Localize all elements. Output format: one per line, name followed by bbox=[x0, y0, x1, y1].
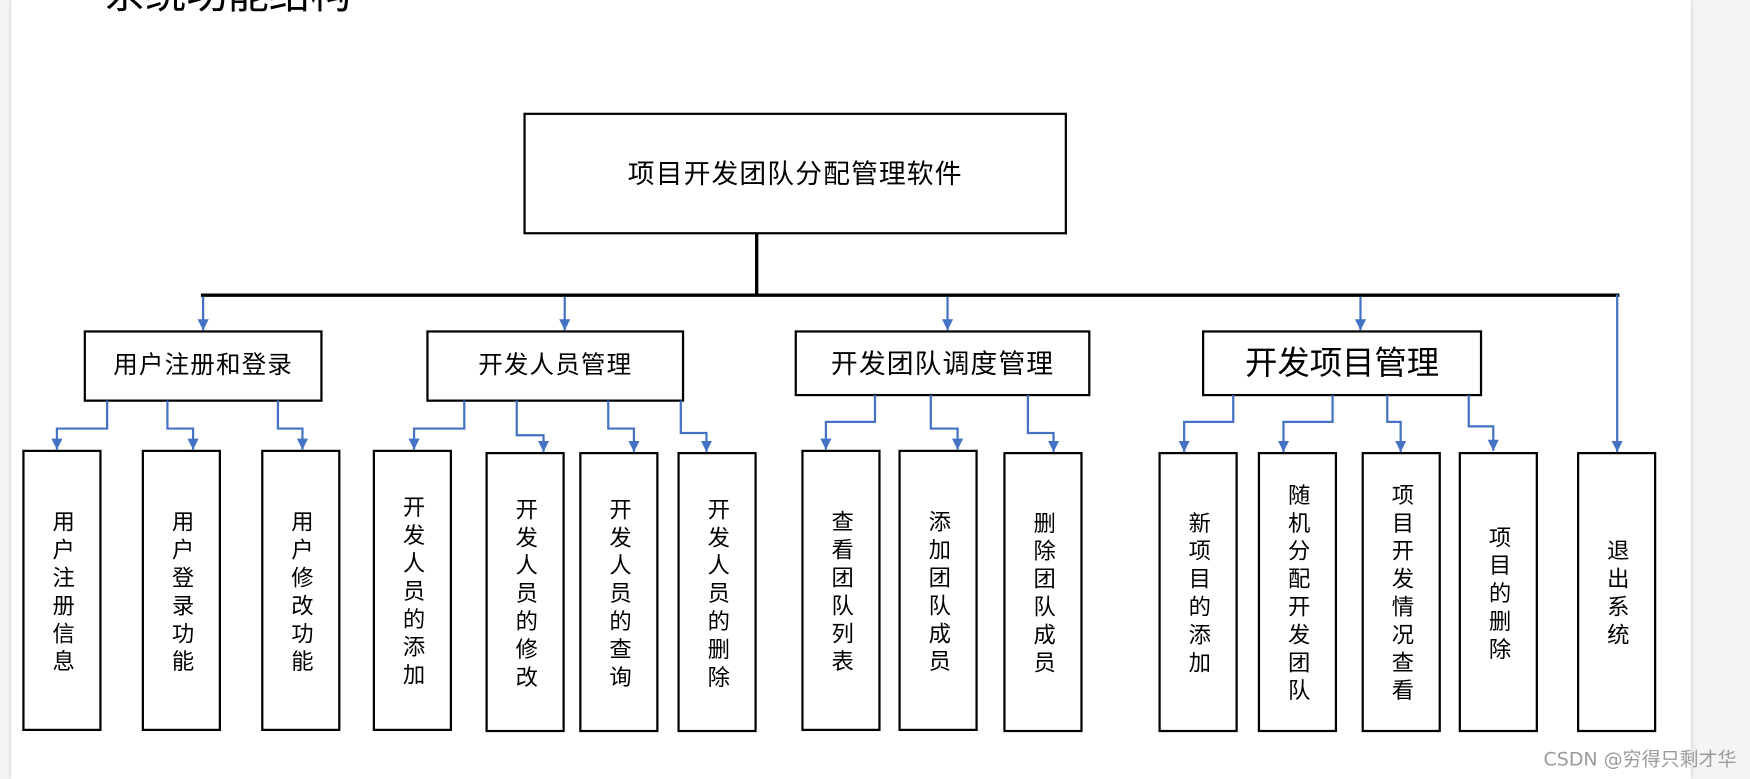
module-node-user-auth: 用户注册和登录 bbox=[83, 330, 323, 402]
module-node-team-scheduling: 开发团队调度管理 bbox=[794, 330, 1091, 397]
leaf-node-label: 退出系统 bbox=[1603, 539, 1631, 651]
leaf-node-label: 删除团队成员 bbox=[1029, 511, 1057, 679]
module-node-project-management: 开发项目管理 bbox=[1202, 330, 1483, 397]
module-node-developer-management: 开发人员管理 bbox=[426, 330, 685, 402]
module-node-label: 开发团队调度管理 bbox=[830, 347, 1055, 379]
leaf-node-developer-add: 开发人员的添加 bbox=[372, 449, 453, 732]
leaf-node-label: 查看团队列表 bbox=[827, 509, 855, 677]
leaf-node-label: 用户注册信息 bbox=[48, 509, 76, 677]
leaf-node-developer-delete: 开发人员的删除 bbox=[677, 451, 757, 733]
leaf-node-label: 开发人员的修改 bbox=[511, 497, 539, 693]
leaf-node-user-register-info: 用户注册信息 bbox=[22, 449, 102, 732]
leaf-node-label: 项目的删除 bbox=[1484, 525, 1512, 665]
leaf-node-user-login: 用户登录功能 bbox=[141, 449, 221, 732]
module-node-label: 开发人员管理 bbox=[478, 351, 633, 380]
leaf-node-project-add: 新项目的添加 bbox=[1158, 451, 1238, 733]
section-title: 系统功能结构 bbox=[104, 0, 352, 15]
leaf-node-random-team-assign: 随机分配开发团队 bbox=[1257, 451, 1338, 733]
leaf-node-exit-system: 退出系统 bbox=[1577, 451, 1657, 733]
leaf-node-label: 开发人员的删除 bbox=[703, 497, 731, 693]
root-node-label: 项目开发团队分配管理软件 bbox=[627, 157, 963, 190]
leaf-node-label: 开发人员的查询 bbox=[605, 497, 633, 693]
leaf-node-team-list: 查看团队列表 bbox=[801, 449, 881, 732]
leaf-node-label: 添加团队成员 bbox=[924, 509, 952, 677]
module-node-label: 用户注册和登录 bbox=[113, 351, 293, 380]
leaf-node-label: 用户修改功能 bbox=[287, 509, 315, 677]
leaf-node-developer-modify: 开发人员的修改 bbox=[485, 451, 565, 733]
leaf-node-project-progress-view: 项目开发情况查看 bbox=[1361, 451, 1441, 733]
leaf-node-team-member-delete: 删除团队成员 bbox=[1003, 451, 1083, 733]
leaf-node-user-modify: 用户修改功能 bbox=[261, 449, 341, 732]
leaf-node-label: 用户登录功能 bbox=[167, 509, 195, 677]
leaf-node-label: 项目开发情况查看 bbox=[1387, 483, 1415, 707]
leaf-node-project-delete: 项目的删除 bbox=[1458, 451, 1538, 733]
root-node: 项目开发团队分配管理软件 bbox=[523, 112, 1067, 235]
leaf-node-label: 新项目的添加 bbox=[1184, 511, 1212, 679]
watermark: CSDN @穷得只剩才华 bbox=[1543, 748, 1737, 772]
module-node-label: 开发项目管理 bbox=[1244, 343, 1440, 382]
leaf-node-label: 开发人员的添加 bbox=[398, 495, 426, 691]
leaf-node-team-member-add: 添加团队成员 bbox=[898, 449, 978, 732]
leaf-node-developer-query: 开发人员的查询 bbox=[579, 451, 659, 733]
leaf-node-label: 随机分配开发团队 bbox=[1284, 483, 1311, 707]
